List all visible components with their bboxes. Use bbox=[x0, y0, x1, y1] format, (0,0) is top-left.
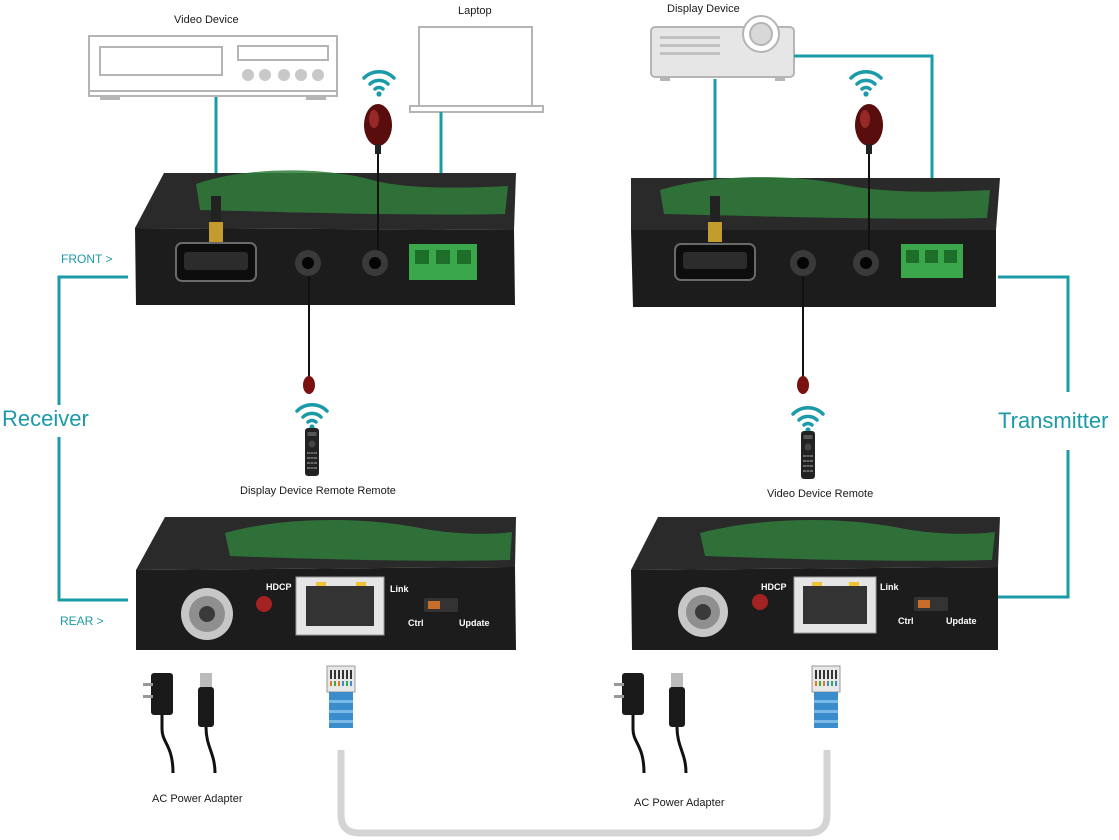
display-remote-label: Display Device Remote Remote bbox=[240, 485, 396, 497]
ir-emitter-icon bbox=[855, 104, 883, 154]
ctrl-label-left: Ctrl bbox=[408, 618, 424, 628]
remote-control-icon bbox=[801, 431, 815, 479]
ir-receiver-icon bbox=[797, 376, 809, 394]
ir-emitter-icon bbox=[364, 104, 392, 154]
wifi-icon bbox=[362, 69, 396, 99]
laptop-label: Laptop bbox=[458, 5, 492, 17]
ctrl-label-right: Ctrl bbox=[898, 616, 914, 626]
ethernet-plug-icon bbox=[811, 665, 841, 729]
laptop-icon bbox=[409, 26, 544, 113]
transmitter-rear-device bbox=[631, 517, 1000, 650]
wifi-icon bbox=[791, 405, 825, 435]
hdcp-label-left: HDCP bbox=[266, 582, 292, 592]
projector-icon bbox=[650, 15, 795, 81]
receiver-front-device bbox=[135, 152, 516, 380]
link-label-left: Link bbox=[390, 584, 409, 594]
video-device-label: Video Device bbox=[174, 14, 239, 26]
ir-receiver-icon bbox=[303, 376, 315, 394]
power-adapter-icon bbox=[612, 671, 688, 775]
front-label: FRONT > bbox=[61, 252, 113, 266]
ac-adapter-label-right: AC Power Adapter bbox=[634, 797, 725, 809]
dvd-player-icon bbox=[88, 35, 338, 100]
hdcp-label-right: HDCP bbox=[761, 582, 787, 592]
receiver-label: Receiver bbox=[2, 406, 89, 431]
remote-control-icon bbox=[305, 428, 319, 476]
update-label-left: Update bbox=[459, 618, 490, 628]
wifi-icon bbox=[849, 69, 883, 99]
transmitter-label: Transmitter bbox=[998, 408, 1109, 433]
wifi-icon bbox=[295, 402, 329, 432]
link-label-right: Link bbox=[880, 582, 899, 592]
update-label-right: Update bbox=[946, 616, 977, 626]
ac-adapter-label-left: AC Power Adapter bbox=[152, 793, 243, 805]
display-device-label: Display Device bbox=[667, 3, 740, 15]
transmitter-front-device bbox=[631, 152, 1000, 380]
receiver-rear-device bbox=[136, 517, 516, 650]
rear-label: REAR > bbox=[60, 614, 104, 628]
video-remote-label: Video Device Remote bbox=[767, 488, 874, 500]
ethernet-cable bbox=[337, 750, 831, 837]
power-adapter-icon bbox=[141, 671, 217, 775]
ethernet-plug-icon bbox=[326, 665, 356, 729]
